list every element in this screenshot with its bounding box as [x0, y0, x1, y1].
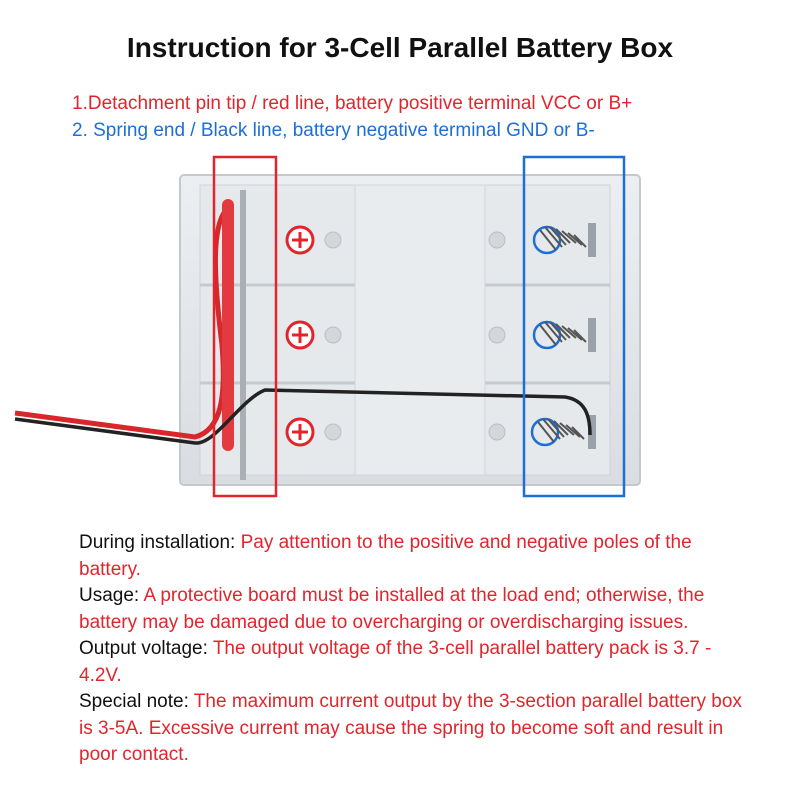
note-label: Output voltage:	[79, 638, 213, 659]
mount-hole	[488, 423, 506, 441]
positive-strip	[240, 190, 246, 480]
note-text: Pay attention to the positive and negati…	[79, 532, 692, 580]
mount-hole	[488, 231, 506, 249]
note-label: Special note:	[79, 691, 194, 712]
note-label: During installation:	[79, 532, 241, 553]
mount-hole	[324, 231, 342, 249]
note-installation: During installation: Pay attention to th…	[79, 530, 749, 583]
mount-hole	[324, 326, 342, 344]
black-wire	[14, 388, 592, 445]
note-text: A protective board must be installed at …	[79, 585, 705, 633]
mount-hole	[488, 326, 506, 344]
mount-hole	[324, 423, 342, 441]
note-output-voltage: Output voltage: The output voltage of th…	[79, 636, 749, 689]
center-rib	[354, 184, 486, 476]
positive-terminal-note: 1.Detachment pin tip / red line, battery…	[72, 93, 633, 114]
positive-terminal-icon	[285, 417, 315, 447]
note-special: Special note: The maximum current output…	[79, 689, 749, 769]
note-label: Usage:	[79, 585, 144, 606]
note-usage: Usage: A protective board must be instal…	[79, 583, 749, 636]
spring-icon	[532, 318, 596, 352]
negative-terminal-note: 2. Spring end / Black line, battery nega…	[72, 120, 595, 141]
note-text: The maximum current output by the 3-sect…	[79, 691, 742, 765]
page-title: Instruction for 3-Cell Parallel Battery …	[126, 32, 674, 63]
positive-terminal-icon	[285, 225, 315, 255]
battery-box-photo	[14, 155, 641, 498]
positive-terminal-icon	[285, 320, 315, 350]
spring-icon	[530, 415, 596, 449]
negative-end-frame	[522, 155, 626, 498]
instruction-notes: During installation: Pay attention to th…	[79, 530, 749, 769]
spring-icon	[532, 223, 596, 257]
red-wire	[14, 202, 234, 440]
positive-end-frame	[212, 155, 278, 498]
note-text: The output voltage of the 3-cell paralle…	[79, 638, 712, 686]
